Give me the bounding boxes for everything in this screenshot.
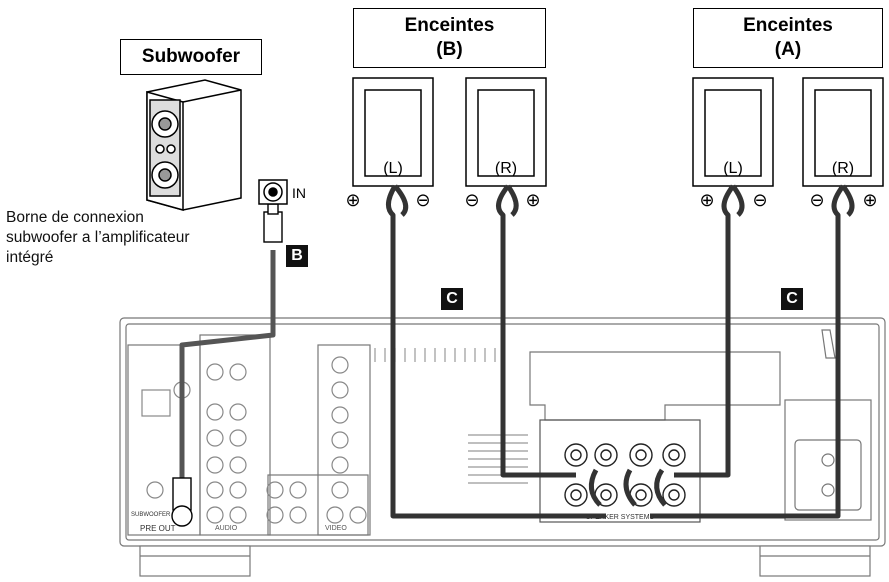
in-jack-label: IN	[292, 185, 306, 201]
speaker-cables	[386, 184, 855, 519]
audio-label: AUDIO	[215, 525, 238, 532]
subwoofer-cable	[179, 250, 276, 478]
polarity-plus-b-right: ⊕	[525, 190, 541, 210]
speakers-b-line2: (B)	[436, 39, 463, 60]
polarity-minus-b-right: ⊖	[464, 190, 480, 210]
speaker-b-right-label: (R)	[494, 160, 518, 177]
tag-b: B	[286, 245, 308, 267]
subwoofer-connection-note: Borne de connexion subwoofer a l’amplifi…	[6, 208, 266, 268]
speaker-terminals	[564, 443, 686, 507]
polarity-minus-b-left: ⊖	[415, 190, 431, 210]
polarity-plus-a-right: ⊕	[862, 190, 878, 210]
rca-plugs	[171, 203, 283, 527]
subwoofer-cabinet	[146, 79, 242, 211]
speakers-a-line1: Enceintes	[743, 15, 833, 36]
speaker-b-left-label: (L)	[383, 160, 403, 177]
speaker-a-left-label: (L)	[723, 160, 743, 177]
note-line-2: subwoofer a l’amplificateur	[6, 229, 190, 246]
polarity-minus-a-left: ⊖	[752, 190, 768, 210]
input-jacks	[141, 356, 367, 524]
polarity-plus-b-left: ⊕	[345, 190, 361, 210]
speakers-b-label-box: Enceintes (B)	[353, 8, 546, 68]
speaker-b-right	[465, 77, 547, 187]
note-line-3: intégré	[6, 249, 54, 266]
speaker-a-left	[692, 77, 774, 187]
note-line-1: Borne de connexion	[6, 209, 144, 226]
speaker-a-right-label: (R)	[831, 160, 855, 177]
subwoofer-label-box: Subwoofer	[120, 39, 262, 75]
subwoofer-in-jack	[258, 179, 288, 205]
tag-c-left: C	[441, 288, 463, 310]
speakers-b-line1: Enceintes	[404, 15, 495, 36]
subwoofer-small-label: SUBWOOFER	[131, 512, 171, 518]
amplifier-rear-panel	[119, 317, 886, 577]
pre-out-label: PRE OUT	[140, 524, 176, 533]
tag-c-right: C	[781, 288, 803, 310]
subwoofer-label: Subwoofer	[141, 46, 241, 67]
video-label: VIDEO	[325, 525, 347, 532]
speaker-b-left	[352, 77, 434, 187]
polarity-minus-a-right: ⊖	[809, 190, 825, 210]
speaker-a-right	[802, 77, 884, 187]
speaker-systems-label: SPEAKER SYSTEMS	[585, 514, 655, 521]
speakers-a-line2: (A)	[774, 39, 802, 60]
speakers-a-label-box: Enceintes (A)	[693, 8, 883, 68]
polarity-plus-a-left: ⊕	[699, 190, 715, 210]
